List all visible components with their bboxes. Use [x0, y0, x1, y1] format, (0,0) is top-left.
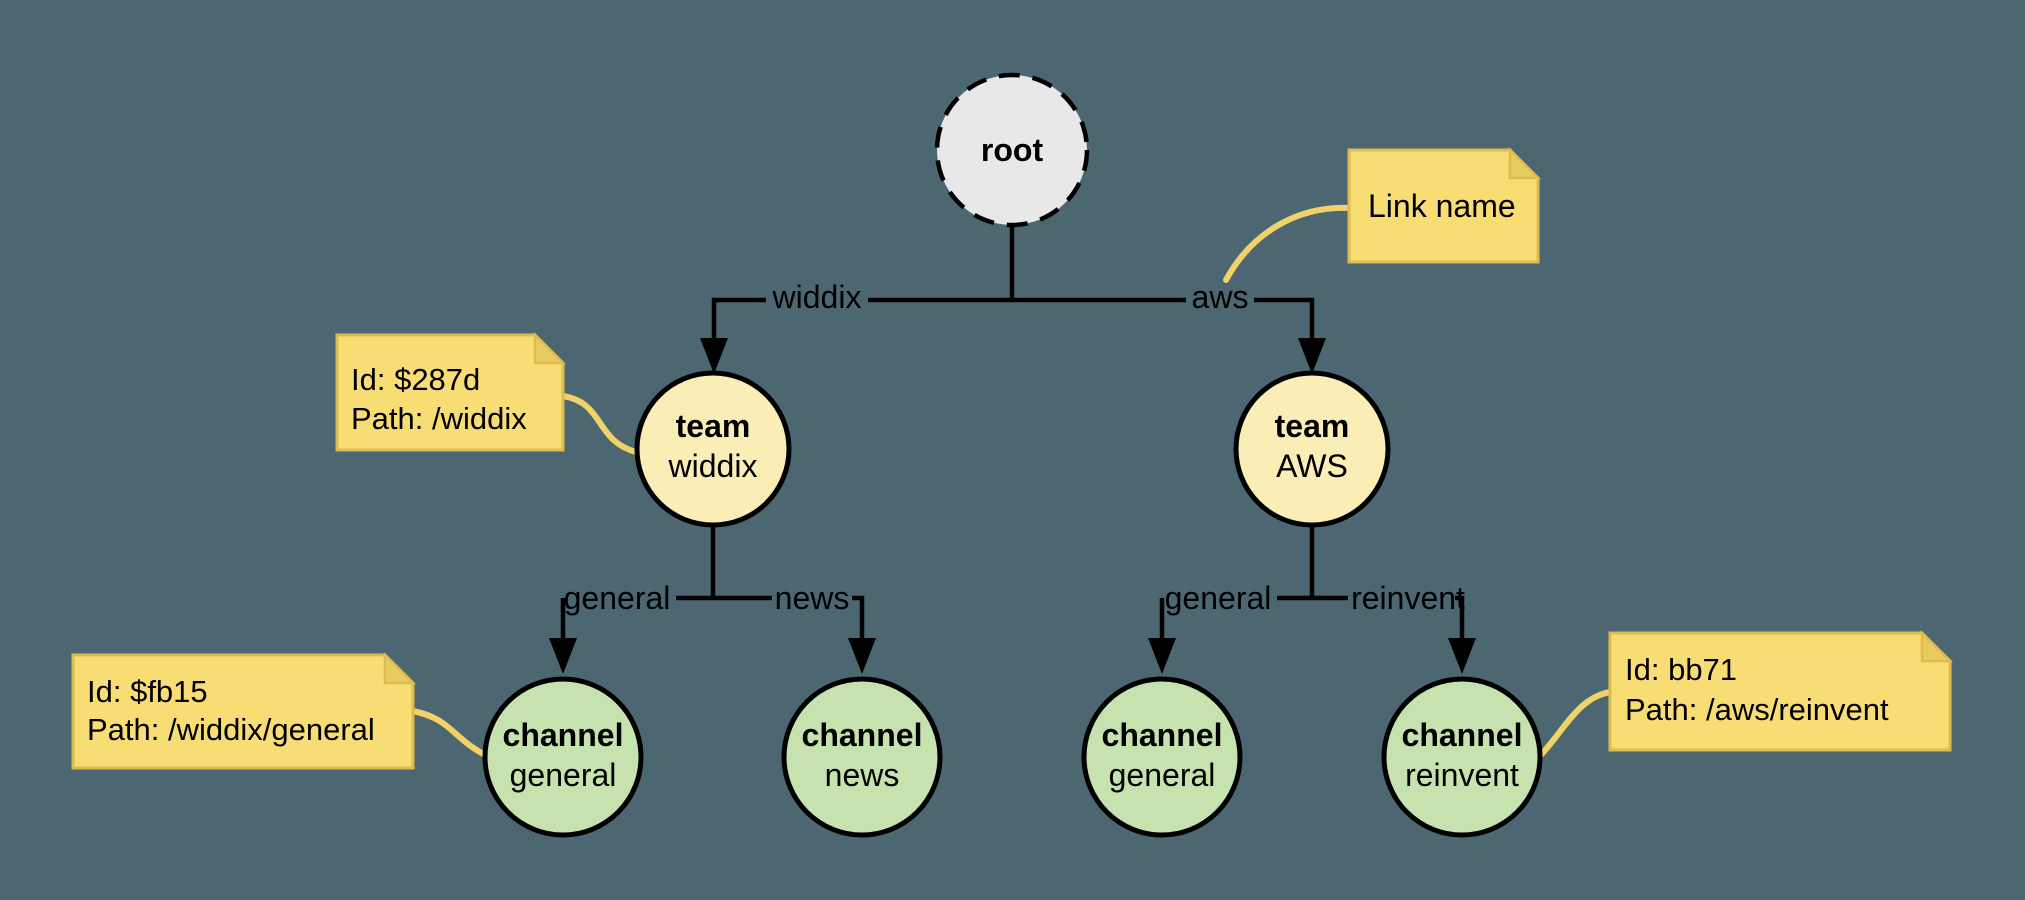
note-channel-general-path: Path: /widdix/general — [87, 712, 375, 747]
node-channel-widdix-news-circle — [781, 676, 943, 838]
note-link-name-fold-icon — [1508, 146, 1542, 180]
node-team-aws-circle — [1233, 370, 1391, 528]
note-channel-reinvent-fold-icon — [1920, 629, 1954, 663]
edge-label-general-left: general — [564, 580, 671, 616]
edge-label-widdix: widdix — [772, 279, 862, 315]
node-channel-aws-general: channel general — [1081, 676, 1243, 838]
edge-root-widdix — [711, 297, 766, 342]
node-channel-aws-reinvent-subtitle: reinvent — [1405, 757, 1519, 793]
node-channel-widdix-news: channel news — [781, 676, 943, 838]
note-team-widdix-fold-icon — [533, 331, 567, 365]
note-channel-reinvent-path: Path: /aws/reinvent — [1625, 692, 1889, 727]
node-team-aws-subtitle: AWS — [1276, 448, 1348, 484]
note-link-name: Link name — [1347, 146, 1542, 264]
node-channel-widdix-general-circle — [482, 676, 644, 838]
note-channel-reinvent-id: Id: bb71 — [1625, 652, 1737, 687]
edge-label-reinvent: reinvent — [1351, 580, 1465, 616]
node-channel-widdix-news-subtitle: news — [825, 757, 900, 793]
connector-note-to-channel-reinvent — [1537, 689, 1613, 759]
connector-note-to-channel-general — [410, 708, 492, 760]
node-channel-aws-general-subtitle: general — [1109, 757, 1216, 793]
connector-note-to-team-widdix — [560, 393, 643, 456]
note-team-widdix-shape — [335, 333, 565, 452]
arrowhead-channel-news — [848, 638, 876, 674]
edge-root-aws — [1254, 297, 1315, 342]
node-root-label: root — [981, 132, 1044, 168]
arrowhead-channel-general-left — [549, 638, 577, 674]
node-channel-aws-reinvent-circle — [1381, 676, 1543, 838]
edge-aws-reinvent-corner — [1455, 595, 1465, 640]
node-channel-aws-reinvent: channel reinvent — [1381, 676, 1543, 838]
node-team-aws: team AWS — [1233, 370, 1391, 528]
tree-edges — [549, 225, 1476, 674]
note-link-name-shape — [1347, 148, 1540, 264]
note-team-widdix-path: Path: /widdix — [351, 401, 527, 436]
node-channel-aws-general-circle — [1081, 676, 1243, 838]
node-team-widdix-subtitle: widdix — [668, 448, 758, 484]
arrowhead-team-widdix — [700, 338, 728, 374]
node-root-circle — [934, 72, 1090, 228]
note-channel-reinvent-shape — [1608, 631, 1952, 752]
edge-label-general-right: general — [1165, 580, 1272, 616]
note-channel-general-id: Id: $fb15 — [87, 674, 208, 709]
note-team-widdix: Id: $287d Path: /widdix — [335, 331, 567, 452]
node-team-widdix: team widdix — [634, 370, 792, 528]
arrowhead-channel-general-right — [1148, 638, 1176, 674]
arrowhead-channel-reinvent — [1448, 638, 1476, 674]
node-root: root — [934, 72, 1090, 228]
edge-label-aws: aws — [1192, 279, 1249, 315]
note-channel-general-shape — [71, 653, 415, 770]
node-team-widdix-circle — [634, 370, 792, 528]
node-channel-widdix-general-title: channel — [503, 717, 624, 753]
node-channel-widdix-general: channel general — [482, 676, 644, 838]
edge-labels: widdix aws general news general reinvent — [564, 279, 1465, 616]
node-channel-aws-reinvent-title: channel — [1402, 717, 1523, 753]
edge-label-news: news — [775, 580, 850, 616]
edge-widdix-news-corner — [852, 595, 865, 640]
note-team-widdix-id: Id: $287d — [351, 362, 480, 397]
node-channel-aws-general-title: channel — [1102, 717, 1223, 753]
node-team-widdix-title: team — [676, 408, 751, 444]
note-connectors — [410, 204, 1613, 760]
node-team-aws-title: team — [1275, 408, 1350, 444]
node-channel-widdix-general-subtitle: general — [510, 757, 617, 793]
node-channel-widdix-news-title: channel — [802, 717, 923, 753]
note-link-name-text: Link name — [1368, 188, 1516, 224]
connector-link-name-to-aws — [1223, 204, 1352, 283]
arrowhead-team-aws — [1298, 338, 1326, 374]
note-channel-general: Id: $fb15 Path: /widdix/general — [71, 651, 417, 770]
note-channel-general-fold-icon — [383, 651, 417, 685]
note-channel-reinvent: Id: bb71 Path: /aws/reinvent — [1608, 629, 1954, 752]
